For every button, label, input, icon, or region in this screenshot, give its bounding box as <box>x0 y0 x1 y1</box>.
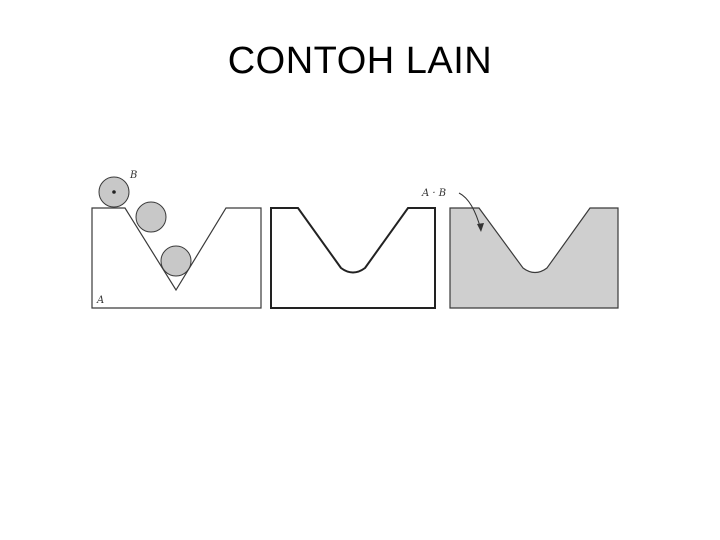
morphology-diagram: B A A · B <box>91 170 619 309</box>
morphology-figure: B A A · B <box>85 160 630 320</box>
set-a-shape <box>91 207 262 309</box>
label-b: B <box>129 170 137 181</box>
panel-closing-result: A · B <box>421 188 619 309</box>
slide-title: CONTOH LAIN <box>227 40 493 82</box>
structuring-element-origin <box>112 190 116 194</box>
closing-result-shape <box>449 207 619 309</box>
structuring-element-position-3 <box>160 245 192 277</box>
label-result: A · B <box>421 188 446 199</box>
panel-closing-outline <box>270 207 436 309</box>
closing-outline-shape <box>270 207 436 309</box>
panel-original-set: B A <box>91 170 262 309</box>
result-arrowhead <box>477 223 484 232</box>
structuring-element-position-2 <box>135 201 167 233</box>
label-a: A <box>96 295 104 306</box>
